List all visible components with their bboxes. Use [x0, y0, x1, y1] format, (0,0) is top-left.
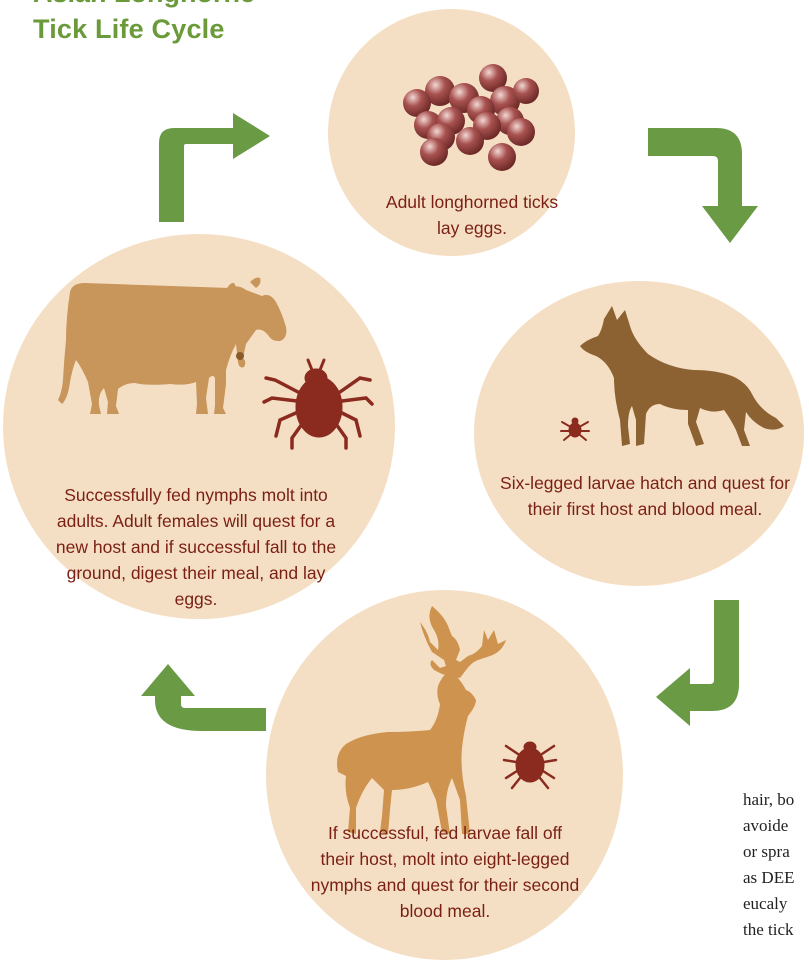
stage-text-eggs: Adult longhorned ticks lay eggs. — [382, 189, 562, 241]
dog-silhouette — [580, 306, 784, 446]
nymph-tick-icon — [504, 742, 556, 788]
cycle-arrow-bottom-right — [656, 600, 739, 726]
stage-text-nymphs: If successful, fed larvae fall off their… — [310, 820, 580, 924]
stage-text-adults: Successfully fed nymphs molt into adults… — [50, 482, 342, 612]
cow-bell-icon — [236, 352, 244, 360]
stage-text-larvae: Six-legged larvae hatch and quest for th… — [500, 470, 790, 522]
cropped-body-text: hair, bo avoide or spra as DEE eucaly th… — [743, 787, 809, 943]
cycle-arrow-bottom-left — [141, 664, 266, 731]
larva-tick-icon — [561, 418, 589, 440]
cycle-arrow-top-right — [648, 128, 758, 243]
deer-silhouette — [337, 606, 506, 834]
egg-cluster-illustration — [403, 64, 539, 171]
cycle-arrow-top-left — [159, 113, 270, 222]
cow-silhouette — [58, 278, 286, 415]
adult-tick-icon — [264, 360, 372, 448]
